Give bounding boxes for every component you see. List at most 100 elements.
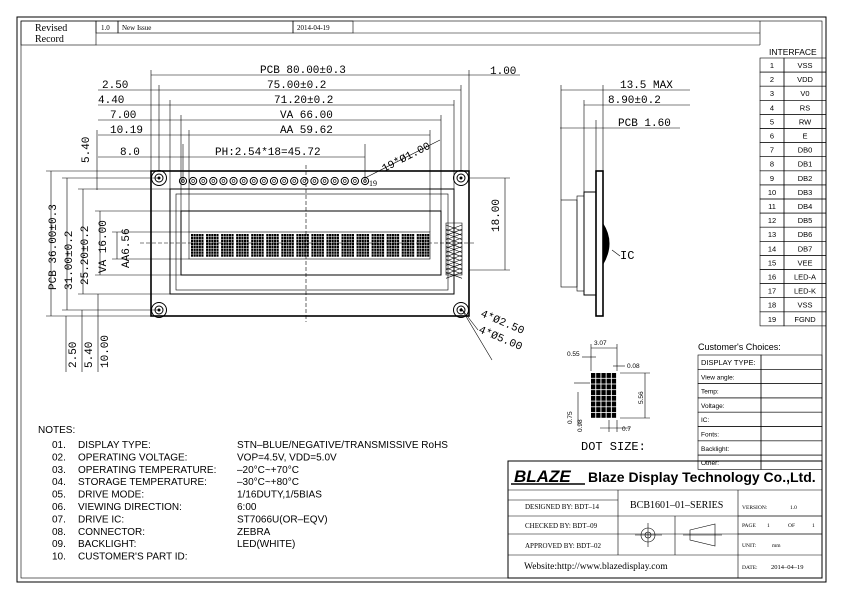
pin-pad: [300, 176, 309, 186]
of-value: 1: [812, 523, 815, 529]
note-label: VIEWING DIRECTION:: [78, 502, 182, 513]
dot-size-title: DOT SIZE:: [581, 440, 646, 454]
note-number: 05.: [52, 490, 66, 501]
dim-pcb-width: PCB 80.00±0.3: [260, 65, 346, 77]
note-label: DRIVE IC:: [78, 514, 124, 525]
choice-row: Other:: [697, 454, 823, 470]
pin-name: DB1: [798, 160, 813, 169]
pin19-label: 19: [369, 179, 377, 188]
dot-0-7: 0.7: [622, 426, 631, 433]
part-number: BCB1601–01–SERIES: [630, 500, 723, 511]
company-name: Blaze Display Technology Co.,Ltd.: [588, 469, 816, 485]
pin-number: 10: [768, 188, 776, 197]
dim-31: 31.00±0.2: [64, 231, 76, 290]
note-row: 06.VIEWING DIRECTION:6:00: [52, 502, 257, 513]
dim-25-20: 25.20±0.2: [80, 226, 92, 285]
side-pcb-thickness: PCB 1.60: [618, 118, 671, 130]
pin-name: E: [802, 132, 807, 141]
dim-5-40-top: 5.40: [81, 137, 93, 163]
pin-number: 4: [770, 103, 774, 112]
char-cell: [251, 234, 264, 257]
pin-pad: [350, 176, 359, 186]
pin-number: 3: [770, 89, 774, 98]
pcb-outline: [150, 170, 470, 317]
note-value: STN–BLUE/NEGATIVE/TRANSMISSIVE RoHS: [237, 440, 448, 451]
version-value: 1.0: [790, 505, 797, 511]
note-value: ZEBRA: [237, 527, 271, 538]
pin-number: 2: [770, 75, 774, 84]
dim-bottom-5-40: 5.40: [84, 342, 96, 368]
pin-pad: [340, 176, 349, 186]
pin-number: 16: [768, 273, 776, 282]
inner-border: [20, 20, 823, 579]
pin-pad: [199, 176, 208, 186]
char-cell: [236, 234, 249, 257]
website: Website:http://www.blazedisplay.com: [524, 562, 668, 572]
note-number: 10.: [52, 552, 66, 563]
title-block: BLAZE Blaze Display Technology Co.,Ltd. …: [507, 460, 823, 579]
revised-label: Revised: [35, 23, 67, 34]
interface-title: INTERFACE: [769, 47, 817, 57]
pin-number: 9: [770, 174, 774, 183]
version-label: VERSION:: [742, 505, 768, 511]
pin-name: RS: [800, 103, 810, 112]
note-row: 05.DRIVE MODE:1/16DUTY,1/5BIAS: [52, 490, 322, 501]
choice-row: IC:: [697, 411, 823, 427]
dot-0-08: 0.08: [627, 363, 640, 370]
char-cell: [266, 234, 279, 257]
pin-name: DB2: [798, 174, 813, 183]
pin-pads: [178, 176, 370, 186]
pin-pad: [219, 176, 228, 186]
choice-label: Temp:: [701, 389, 719, 396]
side-view: IC 13.5 MAX 8.90±0.2 PCB 1.60: [560, 80, 690, 317]
note-row: 01.DISPLAY TYPE:STN–BLUE/NEGATIVE/TRANSM…: [52, 440, 448, 451]
dot-0-55: 0.55: [567, 351, 580, 358]
choices-title: Customer's Choices:: [698, 342, 781, 352]
note-value: VOP=4.5V, VDD=5.0V: [237, 452, 337, 463]
note-number: 07.: [52, 514, 66, 525]
note-label: DISPLAY TYPE:: [78, 440, 151, 451]
dim-8-0: 8.0: [120, 147, 140, 159]
choice-label: Backlight:: [701, 446, 729, 453]
note-value: ST7066U(OR–EQV): [237, 514, 328, 525]
side-8-90: 8.90±0.2: [608, 95, 661, 107]
note-number: 06.: [52, 502, 66, 513]
active-area: [188, 231, 431, 260]
projection-symbol: [635, 523, 722, 547]
pin-pad: [229, 176, 238, 186]
dot-3-07: 3.07: [594, 340, 607, 347]
char-cell: [191, 234, 204, 257]
side-max: 13.5 MAX: [620, 80, 673, 92]
dim-2-50: 2.50: [102, 80, 128, 92]
date-value: 2014–04–19: [771, 564, 804, 571]
pin-pad: [280, 176, 289, 186]
choice-label: DISPLAY TYPE:: [701, 358, 756, 367]
character-blocks: [191, 234, 430, 257]
dim-right-1: 1.00: [490, 66, 516, 78]
note-value: 1/16DUTY,1/5BIAS: [237, 490, 322, 501]
note-label: CUSTOMER'S PART ID:: [78, 552, 188, 563]
pin-pad: [239, 176, 248, 186]
side-ic-label: IC: [620, 249, 634, 263]
pin-pad: [249, 176, 258, 186]
company-logo: BLAZE: [511, 466, 585, 486]
dim-pitch: PH:2.54*18=45.72: [215, 147, 321, 159]
pin-number: 17: [768, 287, 776, 296]
note-value: –30°C~+80°C: [237, 477, 299, 488]
pin-pad: [330, 176, 339, 186]
pin-number: 11: [768, 202, 776, 211]
choice-row: Temp:: [697, 383, 823, 399]
unit-value: mm: [772, 543, 781, 549]
pin-name: DB4: [798, 202, 813, 211]
page-value: 1: [767, 523, 770, 529]
notes-title: NOTES:: [38, 425, 75, 436]
pin-pad: [320, 176, 329, 186]
char-cell: [416, 234, 430, 257]
choice-label: Voltage:: [701, 403, 725, 410]
checked-by: CHECKED BY: BDT–09: [525, 522, 598, 530]
choice-label: View angle:: [701, 374, 735, 381]
dim-10-19: 10.19: [110, 125, 143, 137]
note-value: –20°C~+70°C: [237, 465, 299, 476]
pin-name: DB6: [798, 230, 813, 239]
